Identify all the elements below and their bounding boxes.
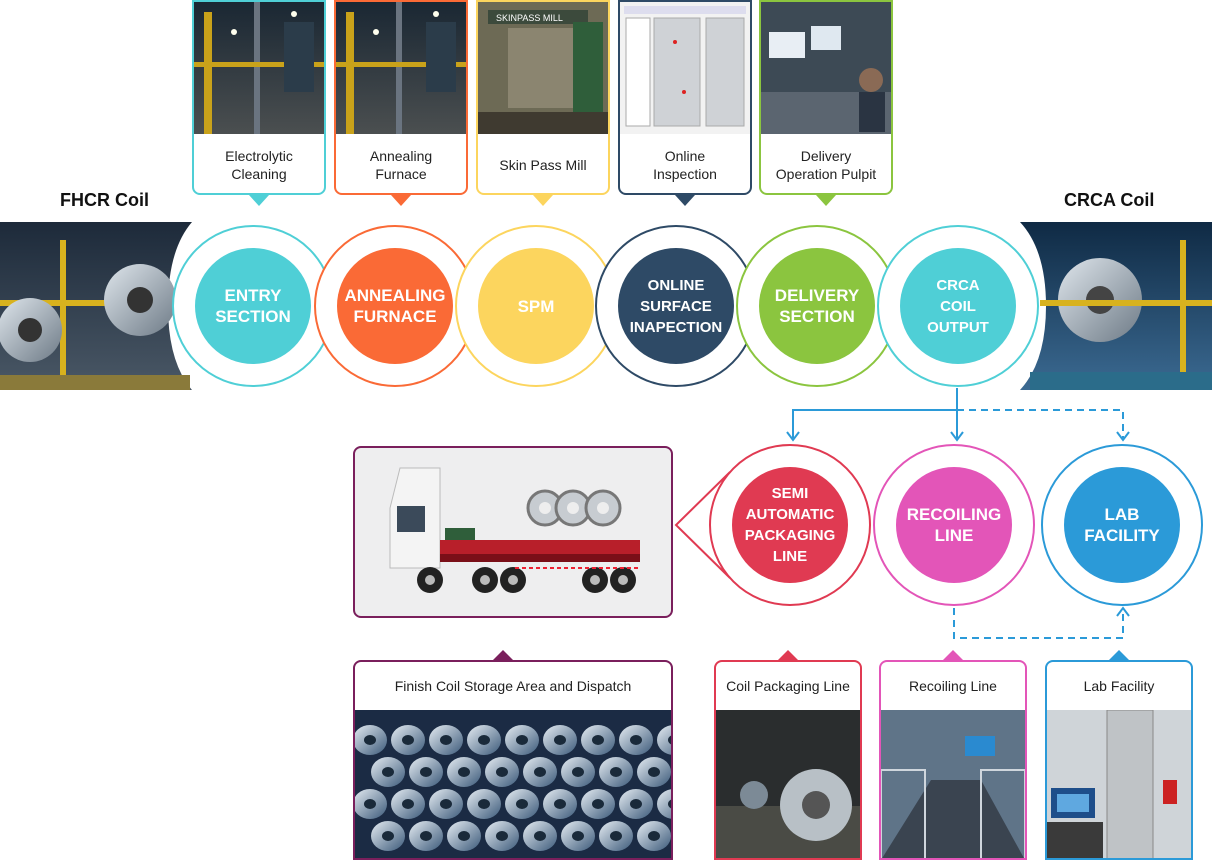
top-step-caption: Electrolytic Cleaning [225, 148, 293, 182]
process-circle-label: ANNEALING FURNACE [344, 286, 446, 326]
process-circle-label: DELIVERY SECTION [774, 286, 860, 326]
branch-circles [732, 467, 1180, 583]
bottom-box-photo [1047, 709, 1191, 858]
process-circle-label: CRCA COIL OUTPUT [927, 276, 989, 336]
branch-circle-1 [896, 467, 1012, 583]
mill-photo: SKINPASS MILL [478, 2, 608, 134]
top-step-box-3: Online Inspection [618, 0, 752, 195]
branch-circle-label: SEMI AUTOMATIC PACKAGING LINE [744, 485, 836, 565]
arrowhead-lab [1116, 431, 1130, 442]
process-circle-label: ONLINE SURFACE INAPECTION [629, 276, 723, 336]
bottom-box-pointer [1109, 650, 1129, 660]
bottom-box-photo [716, 710, 860, 858]
branch-circle-label: RECOILING LINE [906, 505, 1002, 545]
arrowhead-lab-bottom [1116, 606, 1130, 617]
top-step-caption: Delivery Operation Pulpit [775, 148, 877, 182]
bottom-box-0: Finish Coil Storage Area and Dispatch [353, 660, 673, 860]
packaging-pointer [674, 471, 731, 579]
bottom-box-caption: Finish Coil Storage Area and Dispatch [394, 678, 632, 694]
process-circle-3 [618, 248, 734, 364]
process-circle-1 [337, 248, 453, 364]
bottom-box-caption: Lab Facility [1083, 678, 1155, 694]
arrowhead-recoiling [950, 431, 964, 442]
arrowhead-packaging [786, 431, 800, 442]
bottom-box-pointer [943, 650, 963, 660]
bottom-box-caption: Recoiling Line [909, 678, 997, 694]
flow-connectors [786, 388, 1130, 639]
crca-coil-title: CRCA Coil [1064, 190, 1155, 210]
connector-recoil-to-lab [953, 608, 1124, 639]
truck-icon [389, 467, 640, 593]
branch-circle-2 [1064, 467, 1180, 583]
top-step-box-1: Annealing Furnace [334, 0, 468, 195]
bottom-box-1: Coil Packaging Line [714, 660, 862, 860]
top-step-box-4: Delivery Operation Pulpit [759, 0, 893, 195]
crca-coil-photo [1020, 222, 1212, 390]
cleaning-photo [194, 2, 324, 144]
fhcr-coil-title: FHCR Coil [60, 190, 149, 210]
top-step-pointer [533, 195, 553, 206]
top-step-box-2: SKINPASS MILL Skin Pass Mill [476, 0, 610, 195]
bottom-box-pointer [493, 650, 513, 660]
fhcr-coil-photo [0, 222, 192, 390]
process-circle-label: ENTRY SECTION [215, 286, 291, 326]
top-step-box-0: Electrolytic Cleaning [192, 0, 326, 195]
bottom-box-caption: Coil Packaging Line [726, 678, 850, 694]
bottom-box-3: Lab Facility [1045, 660, 1193, 860]
process-circle-4 [759, 248, 875, 364]
bottom-box-photo [881, 710, 1025, 858]
bottom-box-pointer [778, 650, 798, 660]
process-circle-0 [195, 248, 311, 364]
connector-to-packaging [792, 409, 957, 438]
top-step-caption: Skin Pass Mill [499, 157, 587, 173]
top-step-pointer [391, 195, 411, 206]
dispatch-truck-panel [353, 446, 673, 618]
bottom-box-2: Recoiling Line [879, 660, 1027, 860]
bottom-box-photo [355, 710, 671, 858]
top-step-pointer [675, 195, 695, 206]
connector-to-lab [957, 409, 1124, 438]
top-step-pointer [816, 195, 836, 206]
process-circle-5 [900, 248, 1016, 364]
truck-pointer [673, 505, 674, 545]
branch-circle-label: LAB FACILITY [1084, 505, 1160, 545]
process-circle-label: SPM [517, 296, 555, 316]
top-step-caption: Annealing Furnace [369, 148, 433, 182]
inspection-screen [620, 2, 750, 134]
top-step-pointer [249, 195, 269, 206]
process-circles [195, 248, 1016, 364]
control-room-photo [761, 2, 891, 134]
process-circle-2 [478, 248, 594, 364]
furnace-photo [336, 2, 466, 144]
top-step-caption: Online Inspection [653, 148, 717, 182]
svg-text:SKINPASS MILL: SKINPASS MILL [496, 13, 563, 23]
branch-circle-0 [732, 467, 848, 583]
